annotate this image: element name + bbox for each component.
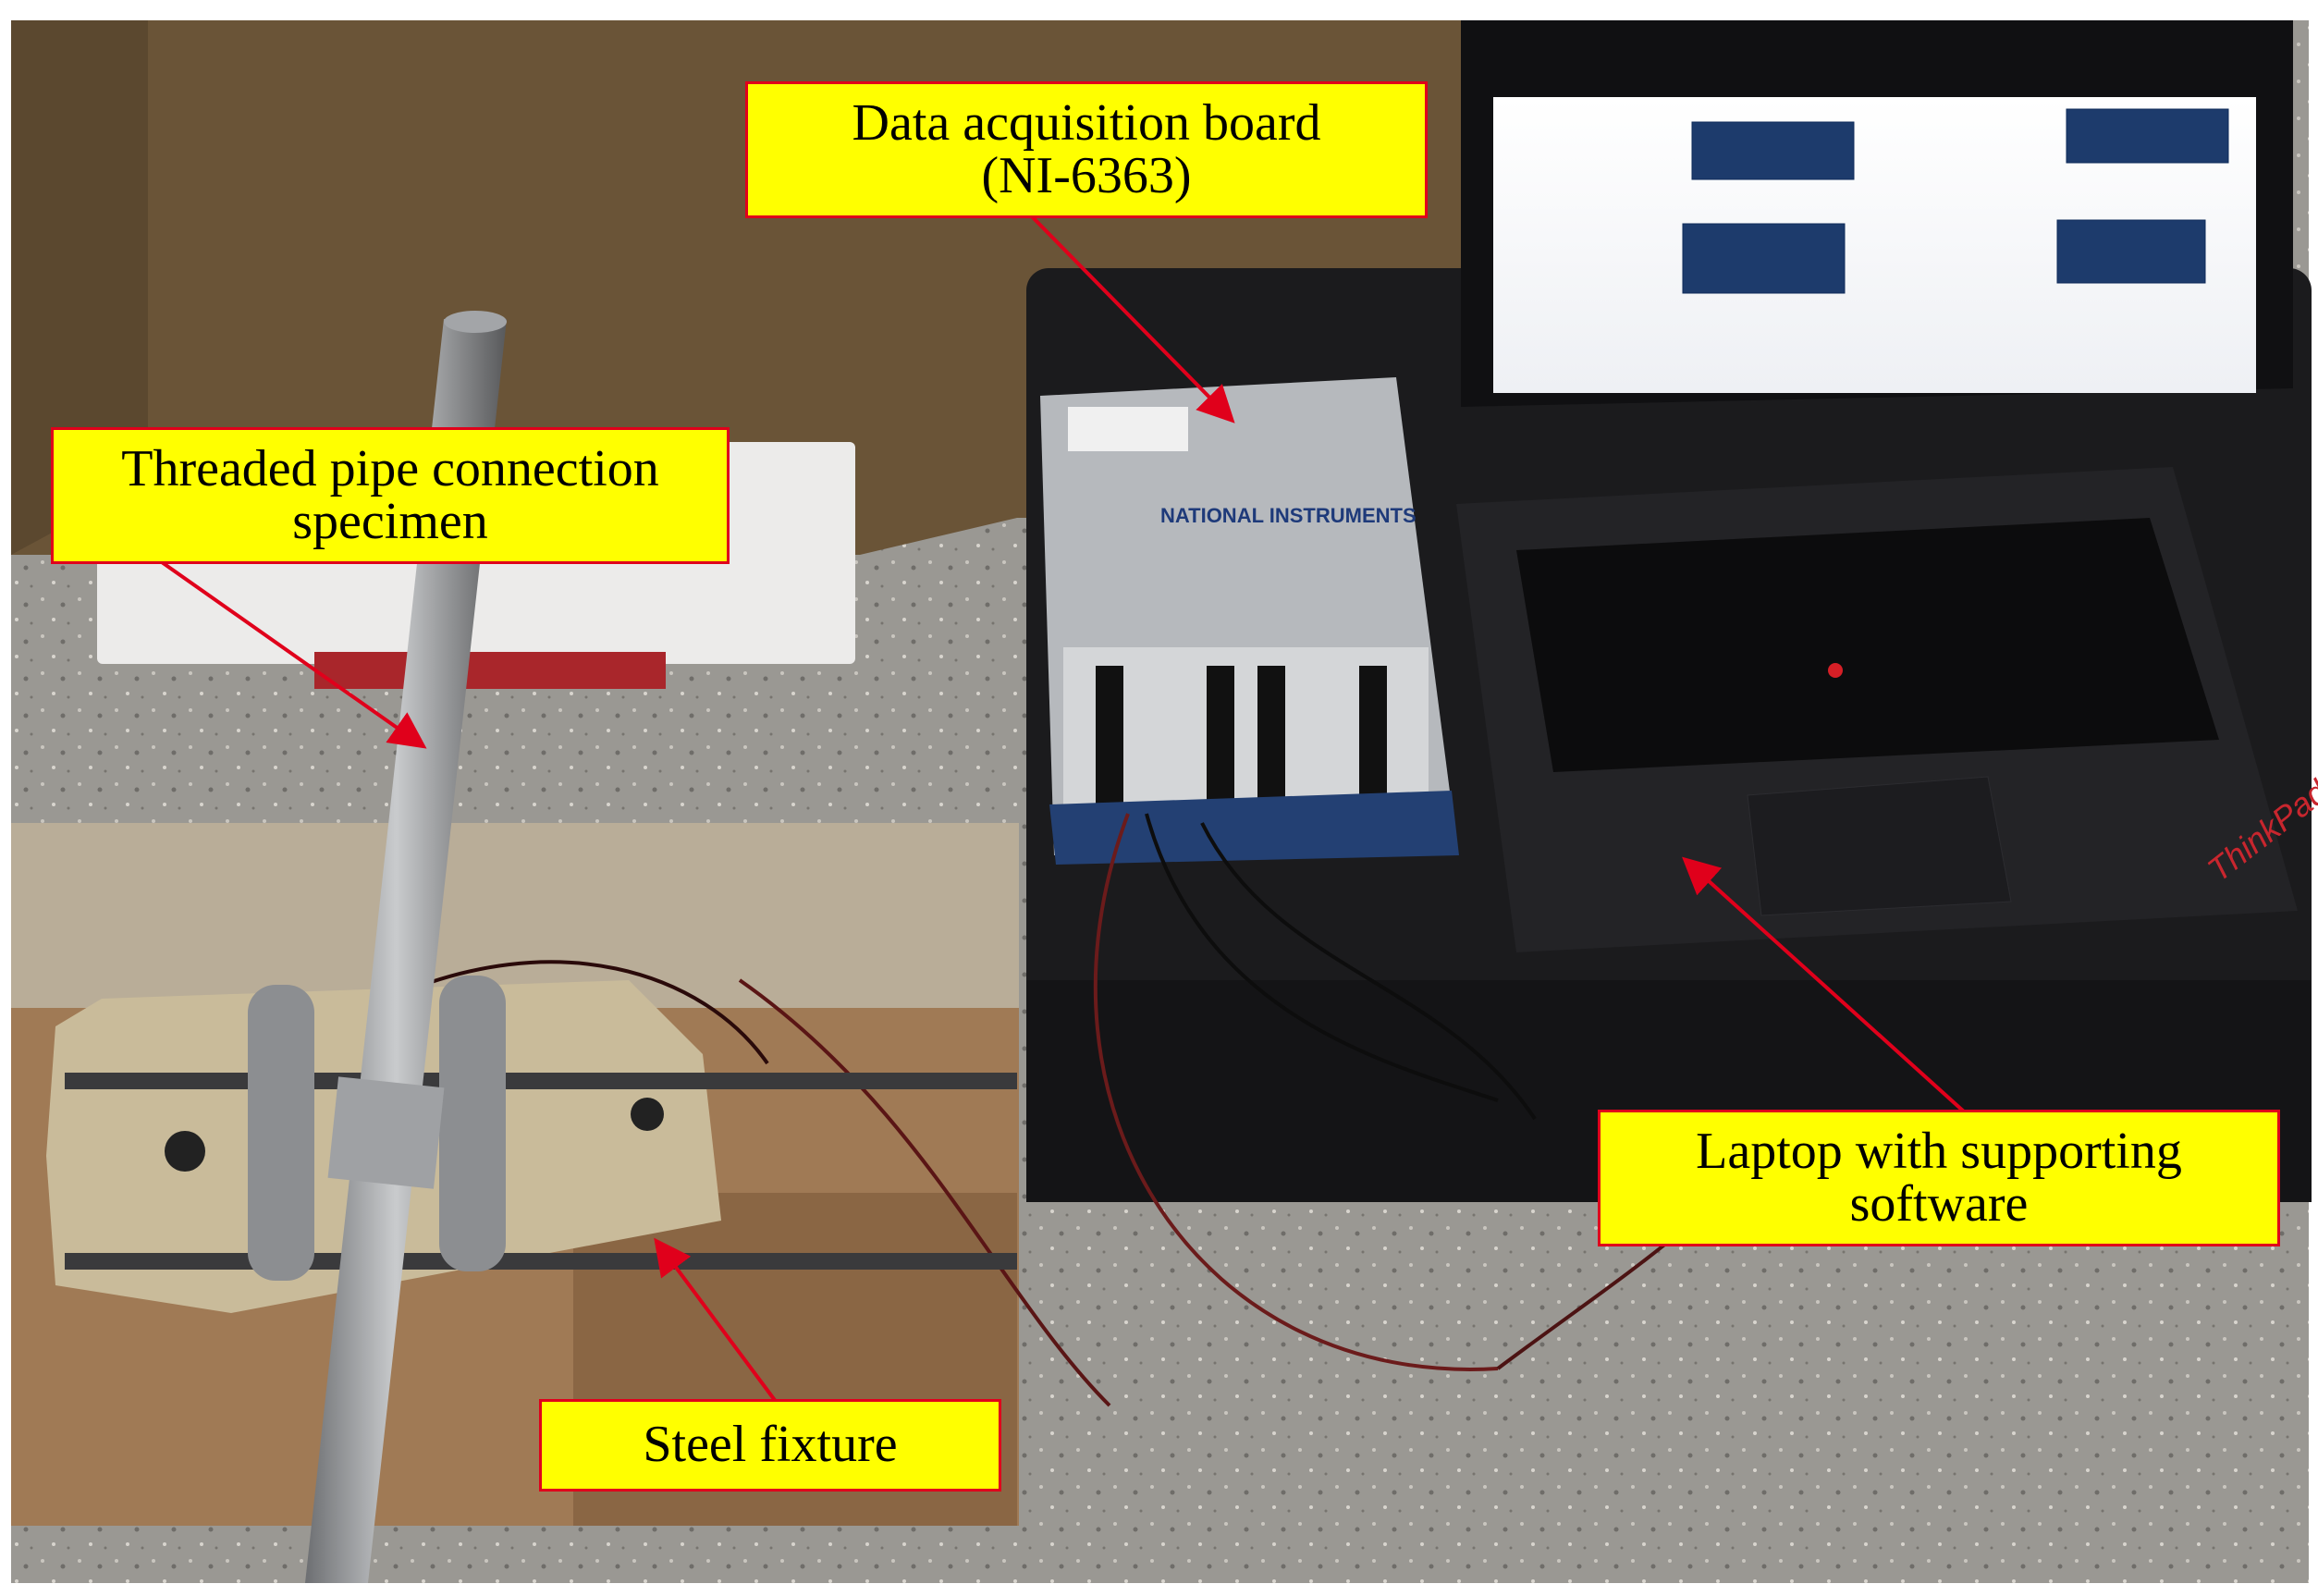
arrow-daq bbox=[1024, 209, 1235, 424]
label-daq-line2: (NI-6363) bbox=[981, 147, 1192, 204]
label-daq-line1: Data acquisition board bbox=[852, 93, 1321, 152]
label-pipe-specimen: Threaded pipe connection specimen bbox=[51, 427, 730, 564]
label-pipe-line2: specimen bbox=[292, 493, 488, 550]
steel-roller-right bbox=[439, 976, 506, 1271]
annotation-arrows bbox=[160, 209, 1967, 1405]
label-steel-fixture: Steel fixture bbox=[539, 1399, 1001, 1492]
label-laptop-line1: Laptop with supporting bbox=[1696, 1122, 2182, 1180]
arrow-fixture bbox=[654, 1237, 779, 1405]
label-laptop-line2: software bbox=[1849, 1175, 2029, 1233]
daq-brand: NATIONAL INSTRUMENTS bbox=[1160, 504, 1417, 527]
threaded-pipe bbox=[305, 319, 507, 1583]
cables bbox=[387, 813, 1685, 1407]
arrow-pipe bbox=[160, 560, 427, 749]
label-daq-board: Data acquisition board (NI-6363) bbox=[745, 81, 1428, 218]
touchpad bbox=[1747, 776, 2012, 916]
signal-plots bbox=[1682, 108, 2229, 294]
daq-terminal-blocks bbox=[1096, 666, 1387, 804]
laptop-keyboard bbox=[1516, 518, 2219, 772]
label-fixture-line1: Steel fixture bbox=[643, 1416, 898, 1474]
label-pipe-line1: Threaded pipe connection bbox=[121, 439, 659, 497]
arrow-laptop bbox=[1682, 856, 1967, 1114]
steel-roller-left bbox=[248, 985, 314, 1281]
label-laptop: Laptop with supporting software bbox=[1598, 1110, 2280, 1246]
